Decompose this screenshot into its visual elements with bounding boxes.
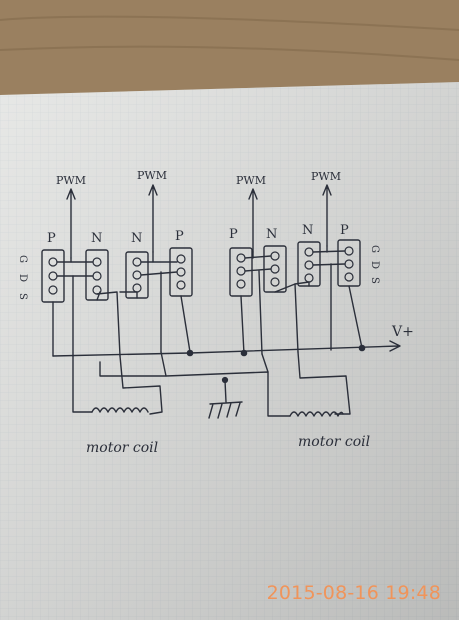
channel-label: P bbox=[47, 231, 56, 246]
channel-label: N bbox=[91, 231, 102, 246]
pwm-label: PWM bbox=[311, 170, 341, 183]
gate-drain-links bbox=[56, 245, 346, 277]
pin-label-gate: G bbox=[17, 255, 28, 263]
channel-label: P bbox=[175, 229, 184, 244]
pin-label-gate: G bbox=[369, 245, 380, 253]
pin-label-source: S bbox=[369, 277, 380, 284]
motor-coil-right bbox=[289, 411, 344, 417]
coil-label: motor coil bbox=[298, 434, 370, 450]
pin-label-drain: D bbox=[369, 261, 380, 269]
channel-label: N bbox=[302, 223, 313, 238]
coil-wiring bbox=[72, 351, 351, 417]
rail-junction bbox=[186, 349, 194, 357]
transistor-legs bbox=[52, 263, 363, 357]
ground-symbol bbox=[208, 379, 243, 419]
channel-label: N bbox=[266, 227, 277, 242]
channel-label: P bbox=[229, 227, 238, 242]
motor-coil-left bbox=[91, 407, 149, 413]
pwm-label: PWM bbox=[236, 174, 266, 187]
circuit-drawing bbox=[41, 184, 401, 419]
labels: PWM PWM PWM PWM P N N P P N N P G D S G … bbox=[17, 169, 414, 456]
pwm-arrows bbox=[66, 184, 332, 259]
pin-label-source: S bbox=[17, 293, 28, 300]
supply-label: V+ bbox=[391, 324, 414, 340]
coil-label: motor coil bbox=[86, 440, 158, 456]
photo-timestamp: 2015-08-16 19:48 bbox=[266, 582, 441, 604]
channel-label: P bbox=[340, 223, 349, 238]
pwm-label: PWM bbox=[56, 174, 86, 187]
channel-label: N bbox=[131, 231, 142, 246]
rail-junction bbox=[240, 349, 248, 357]
pin-label-drain: D bbox=[17, 274, 28, 282]
rail-junction bbox=[358, 344, 366, 352]
pwm-label: PWM bbox=[137, 169, 167, 182]
